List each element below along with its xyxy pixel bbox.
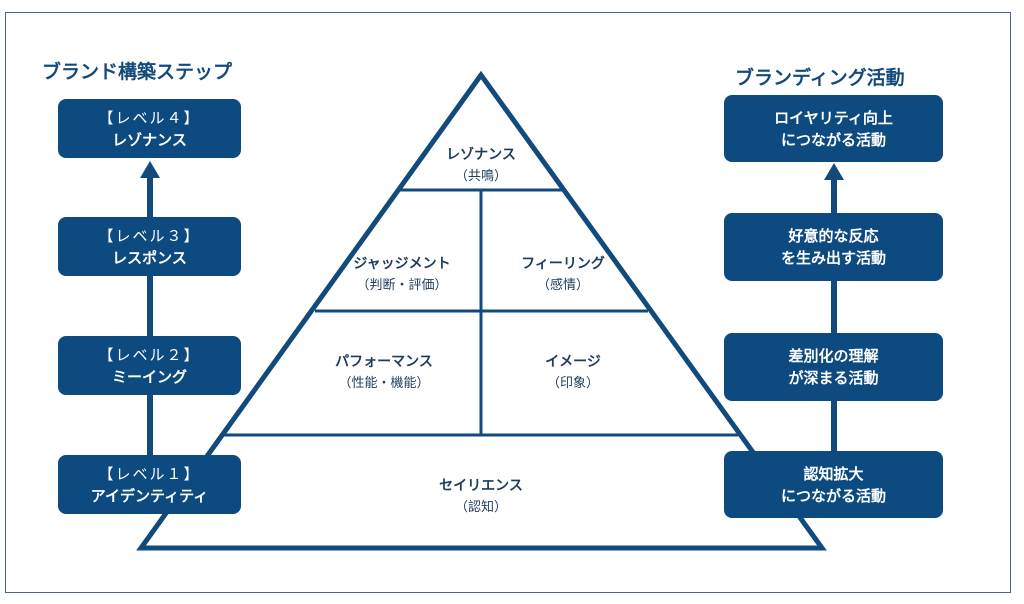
activity-line: 認知拡大 <box>803 464 864 483</box>
level-label: 【レベル２】 <box>98 345 201 364</box>
activity-line: ロイヤリティ向上 <box>774 108 893 127</box>
level-name: レゾナンス <box>112 130 187 149</box>
activity-line: 差別化の理解 <box>788 347 879 365</box>
tier-sub: （感情） <box>536 278 590 293</box>
activity-line: 好意的な反応 <box>788 227 879 245</box>
tier-name: ジャッジメント <box>353 256 451 272</box>
activity-box-loyalty: ロイヤリティ向上につながる活動 <box>724 95 943 162</box>
activity-line: を生み出す活動 <box>780 249 886 267</box>
tier-name: セイリエンス <box>439 478 523 494</box>
tier-name: フィーリング <box>521 256 605 272</box>
left-title: ブランド構築ステップ <box>42 61 233 83</box>
frame <box>5 12 1011 593</box>
pyramid-salience: セイリエンス （認知） <box>439 476 523 518</box>
activity-line: につながる活動 <box>780 486 886 505</box>
tier-name: パフォーマンス <box>335 354 433 370</box>
level-2-box: 【レベル２】ミーイング <box>58 336 241 395</box>
pyramid-judgment: ジャッジメント （判断・評価） <box>353 254 450 296</box>
level-4-box: 【レベル４】レゾナンス <box>58 99 241 158</box>
pyramid-outline <box>136 70 827 551</box>
pyramid-resonance: レゾナンス （共鳴） <box>446 145 516 187</box>
activity-box-response: 好意的な反応を生み出す活動 <box>724 213 943 281</box>
tier-sub: （共鳴） <box>454 169 508 184</box>
right-arrow-head <box>824 163 844 180</box>
level-name: ミーイング <box>111 367 187 386</box>
level-name: アイデンティティ <box>90 486 209 505</box>
tier-name: イメージ <box>545 354 601 370</box>
level-label: 【レベル４】 <box>98 108 201 127</box>
tier-sub: （判断・評価） <box>356 278 448 293</box>
level-label: 【レベル３】 <box>98 226 201 245</box>
activity-line: が深まる活動 <box>788 369 879 387</box>
tier-sub: （印象） <box>546 376 600 391</box>
activity-box-differentiation: 差別化の理解が深まる活動 <box>724 333 943 401</box>
pyramid-feeling: フィーリング （感情） <box>521 254 605 296</box>
level-1-box: 【レベル１】アイデンティティ <box>58 455 241 514</box>
level-name: レスポンス <box>112 248 187 267</box>
tier-sub: （認知） <box>454 500 508 515</box>
activity-line: につながる活動 <box>780 130 886 149</box>
tier-name: レゾナンス <box>446 147 516 163</box>
level-3-box: 【レベル３】レスポンス <box>58 217 241 276</box>
left-arrow-head <box>140 161 160 178</box>
pyramid-performance: パフォーマンス （性能・機能） <box>335 352 433 394</box>
right-title: ブランディング活動 <box>735 67 905 89</box>
activity-box-awareness: 認知拡大につながる活動 <box>724 451 943 518</box>
level-label: 【レベル１】 <box>98 464 201 483</box>
tier-sub: （性能・機能） <box>338 376 430 391</box>
pyramid-image: イメージ （印象） <box>545 352 601 394</box>
